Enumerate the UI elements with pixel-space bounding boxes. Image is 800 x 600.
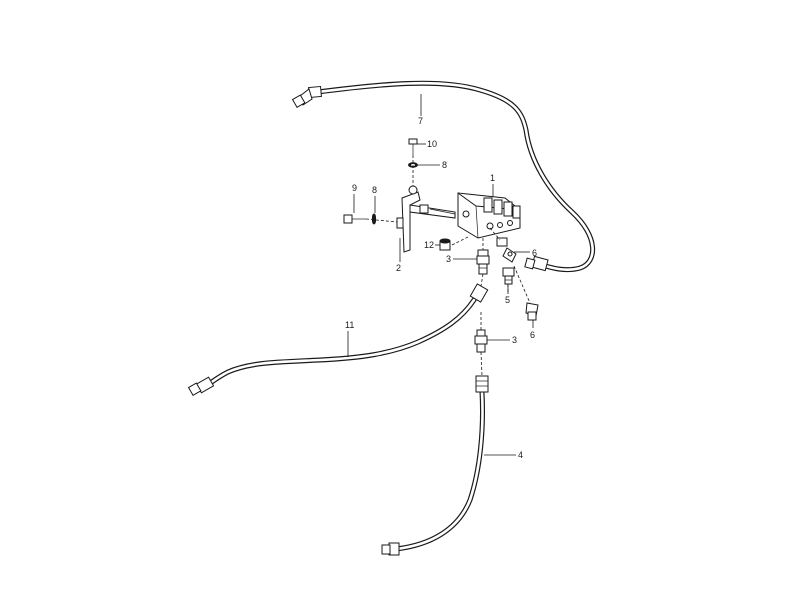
- callout-12: 12: [424, 240, 434, 250]
- elbow-6-upper: [496, 237, 517, 263]
- callout-2: 2: [396, 263, 401, 273]
- callout-7: 7: [418, 116, 423, 126]
- plug-12: [439, 238, 451, 251]
- bolt-10: [408, 138, 418, 155]
- hose-7: [291, 80, 596, 273]
- fitting-3-lower: [474, 329, 488, 353]
- callout-6-upper: 6: [532, 248, 537, 258]
- elbow-6-lower: [525, 302, 539, 321]
- callout-8-left: 8: [372, 185, 377, 195]
- callout-4: 4: [518, 450, 523, 460]
- callout-1: 1: [490, 173, 495, 183]
- callout-3-lower: 3: [512, 335, 517, 345]
- callout-10: 10: [427, 139, 437, 149]
- callout-9: 9: [352, 183, 357, 193]
- bolt-9: [343, 214, 366, 224]
- washer-8-left: [371, 213, 377, 225]
- valve-block: [457, 192, 521, 239]
- fitting-5: [502, 267, 515, 285]
- callout-11: 11: [345, 320, 354, 330]
- callout-3-upper: 3: [446, 254, 451, 264]
- hose-11: [187, 283, 489, 397]
- callout-8-top: 8: [442, 160, 447, 170]
- hose-4: [381, 375, 489, 556]
- callout-6-lower: 6: [530, 330, 535, 340]
- fitting-3-upper: [476, 249, 490, 275]
- callout-5: 5: [505, 295, 510, 305]
